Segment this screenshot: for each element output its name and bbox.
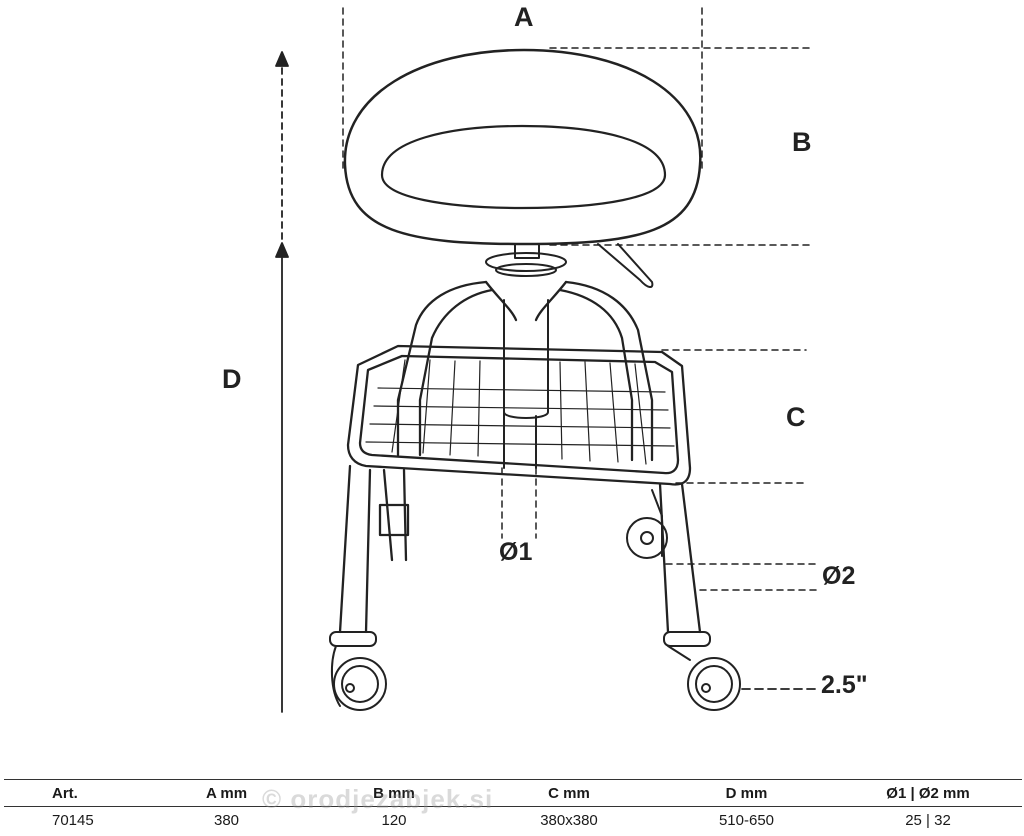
diameter-2-label: Ø2: [822, 562, 856, 590]
header-diameters: Ø1 | Ø2 mm: [834, 779, 1022, 807]
front-right-caster: [663, 631, 741, 711]
cell-art: 70145: [52, 811, 94, 829]
header-b: B mm: [309, 779, 479, 807]
tray-rim: [346, 344, 692, 486]
diameter-1-guides: [501, 467, 537, 539]
dimension-d-arrow: [275, 51, 289, 713]
specification-table: Art. A mm B mm C mm D mm Ø1 | Ø2 mm 7014…: [4, 779, 1022, 833]
header-a: A mm: [144, 779, 309, 807]
header-d: D mm: [659, 779, 834, 807]
dimension-b-guides: [549, 47, 813, 246]
diameter-2-guides: [665, 563, 819, 591]
seat: [343, 48, 702, 246]
dimension-label-d: D: [222, 364, 242, 394]
height-lever: [597, 243, 654, 288]
header-c: C mm: [479, 779, 659, 807]
table-header-row: Art. A mm B mm C mm D mm Ø1 | Ø2 mm: [4, 779, 1022, 807]
cell-diameters: 25 | 32: [905, 811, 951, 829]
wheel-size-label: 2.5": [821, 671, 868, 699]
dimension-c-guides: [661, 349, 807, 484]
table-row: 70145 380 120 380x380 510-650 25 | 32: [4, 807, 1022, 834]
rear-caster: [626, 489, 668, 559]
dimension-label-b: B: [792, 127, 812, 157]
cell-b: 120: [381, 811, 407, 829]
gas-column: [485, 243, 567, 469]
stool-technical-drawing: [275, 7, 819, 713]
front-left-caster: [329, 631, 387, 711]
dimension-a-guides: [342, 7, 703, 169]
cell-a: 380: [213, 811, 240, 829]
dimension-label-a: A: [514, 2, 534, 32]
diameter-1-label: Ø1: [499, 538, 533, 566]
cell-d: 510-650: [718, 811, 775, 829]
frame-arches: [396, 280, 654, 462]
dimension-label-c: C: [786, 402, 806, 432]
legs: [338, 464, 702, 634]
tray-grid: [365, 359, 675, 465]
watermark: © orodjezabjek.si: [262, 784, 494, 814]
cell-c: 380x380: [540, 811, 598, 829]
header-art: Art.: [4, 779, 144, 807]
